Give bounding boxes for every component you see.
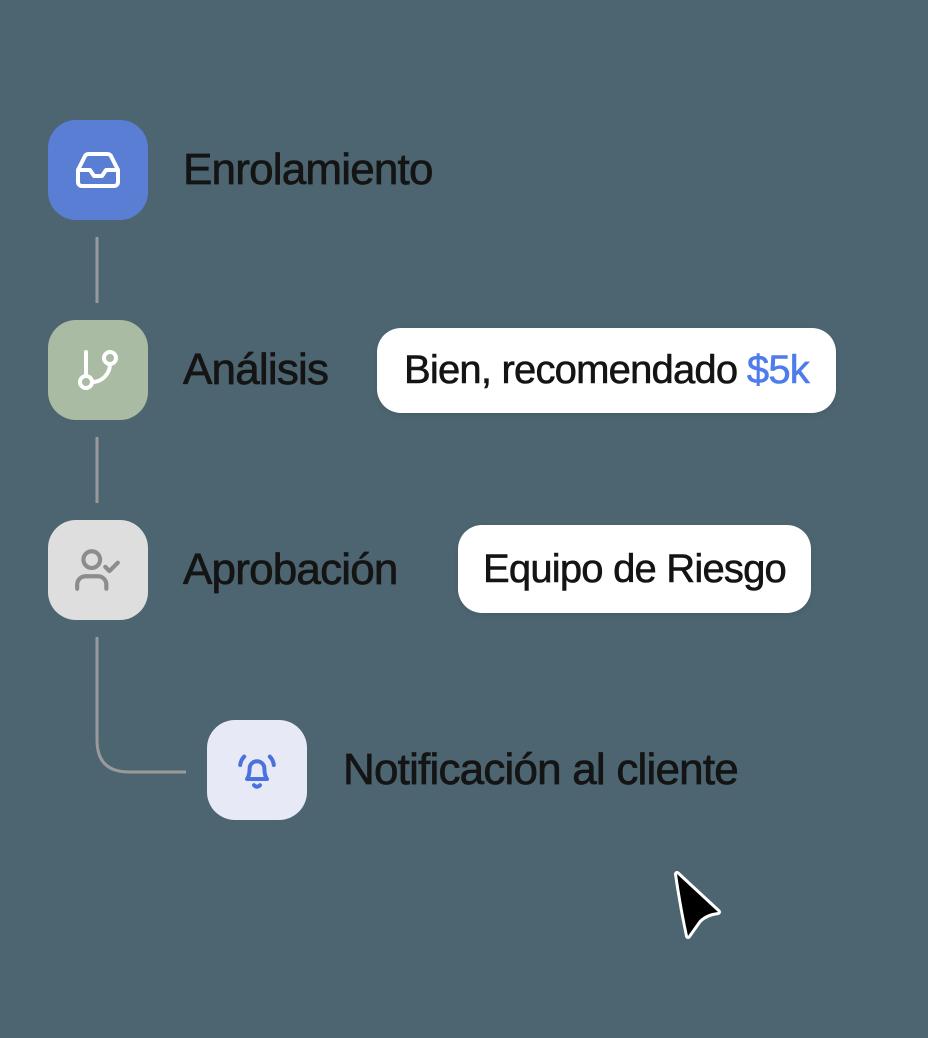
bell-icon <box>238 754 276 789</box>
approval-team-badge[interactable]: Equipo de Riesgo <box>458 525 811 613</box>
inbox-icon <box>76 152 120 188</box>
analysis-result-text: Bien, recomendado <box>404 348 739 393</box>
analysis-amount-highlight: $5k <box>746 348 810 393</box>
node-tile-aprobacion[interactable] <box>48 520 148 620</box>
user-check-icon <box>75 549 120 591</box>
node-tile-analisis[interactable] <box>48 320 148 420</box>
node-label-aprobacion: Aprobación <box>183 545 399 595</box>
node-label-enrolamiento: Enrolamiento <box>183 145 434 195</box>
analysis-result-badge[interactable]: Bien, recomendado $5k <box>377 328 836 413</box>
node-label-notificacion: Notificación al cliente <box>343 745 739 795</box>
git-branch-icon <box>78 350 118 390</box>
connector-aprobacion-notificacion <box>95 637 186 774</box>
node-label-analisis: Análisis <box>183 345 330 395</box>
approval-team-text: Equipo de Riesgo <box>483 546 787 591</box>
arrow-cursor <box>674 871 721 939</box>
node-tile-notificacion[interactable] <box>207 720 307 820</box>
node-tile-enrolamiento[interactable] <box>48 120 148 220</box>
